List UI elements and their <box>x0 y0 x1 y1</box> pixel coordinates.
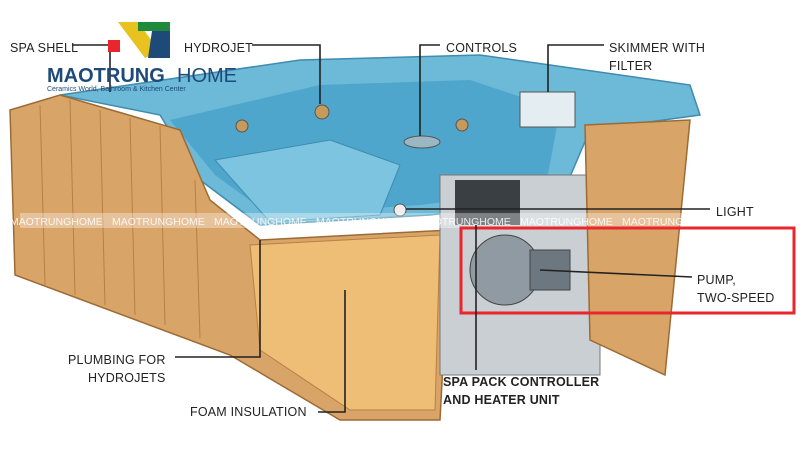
logo: MAOTRUNG HOME Ceramics World, Bathroom &… <box>47 22 237 93</box>
spa-pack-controller <box>455 180 520 225</box>
label-spa-shell: SPA SHELL <box>10 41 78 55</box>
hydrojet-icon <box>314 104 330 120</box>
hydrojet-leader <box>252 44 321 104</box>
foam-leader <box>318 290 346 413</box>
wood-door-right <box>584 119 691 377</box>
watermark-text: MAOTRUNGHOME <box>724 216 800 228</box>
label-skimmer-1: SKIMMER WITH <box>609 41 705 55</box>
watermark-text: MAOTRUNGHOME <box>520 216 613 228</box>
watermark-text: MAOTRUNGHOME <box>214 216 307 228</box>
skimmer-icon <box>519 91 576 128</box>
watermark: MAOTRUNGHOME MAOTRUNGHOME MAOTRUNGHOME MAOT… <box>10 216 800 228</box>
pump-highlight-box <box>459 226 796 315</box>
watermark-band <box>20 213 800 228</box>
label-pump-1: PUMP, <box>697 273 736 287</box>
controls-icon <box>403 135 441 149</box>
label-plumbing-2: HYDROJETS <box>88 371 166 385</box>
logo-red-mark <box>108 40 120 52</box>
logo-tagline: Ceramics World, Bathroom & Kitchen Cente… <box>47 86 186 93</box>
label-light: LIGHT <box>716 205 754 219</box>
logo-brand-bold: MAOTRUNG <box>47 65 165 87</box>
label-plumbing-1: PLUMBING FOR <box>68 353 166 367</box>
label-spa-pack-2: AND HEATER UNIT <box>443 393 560 407</box>
label-pump-2: TWO-SPEED <box>697 291 775 305</box>
controls-leader <box>419 44 440 136</box>
logo-green-mark <box>138 22 170 31</box>
label-spa-pack-1: SPA PACK CONTROLLER <box>443 375 599 389</box>
pump-leader <box>539 269 693 278</box>
watermark-text: MAOTRUNGHOME <box>418 216 511 228</box>
label-controls: CONTROLS <box>446 41 517 55</box>
light-icon <box>393 203 407 217</box>
watermark-text: MAOTRUNGHOME <box>10 216 103 228</box>
label-foam: FOAM INSULATION <box>190 405 307 419</box>
plumbing-leader <box>175 240 261 358</box>
skimmer-leader <box>547 44 604 92</box>
logo-navy-mark <box>148 31 170 58</box>
watermark-text: MAOTRUNGHOME <box>622 216 715 228</box>
label-hydrojet: HYDROJET <box>184 41 253 55</box>
logo-brand-light: HOME <box>177 65 237 87</box>
hydrojet-icon <box>455 118 469 132</box>
watermark-text: MAOTRUNGHOME <box>316 216 409 228</box>
watermark-text: MAOTRUNGHOME <box>112 216 205 228</box>
label-skimmer-2: FILTER <box>609 59 652 73</box>
seat <box>214 139 401 223</box>
hydrojet-icon <box>235 119 249 133</box>
